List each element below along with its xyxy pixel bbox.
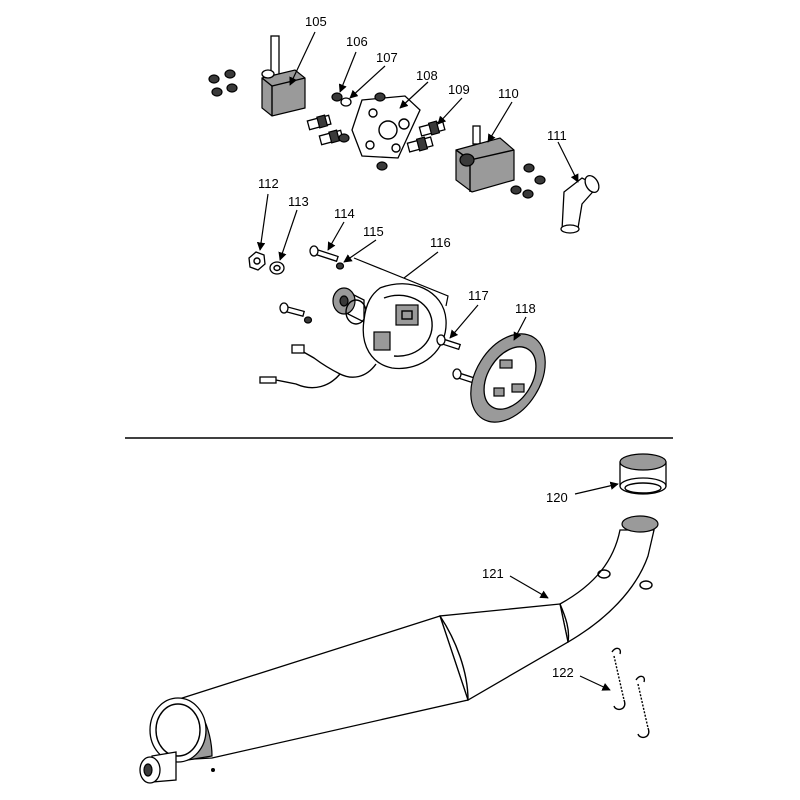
- label-116: 116: [430, 235, 451, 250]
- leader-lines: [256, 31, 619, 691]
- label-106: 106: [346, 34, 368, 49]
- magnet-drum: [332, 287, 367, 325]
- nut-112: [248, 251, 266, 271]
- nut-cluster-right: [510, 163, 546, 199]
- elbow-fitting-111: [560, 174, 600, 234]
- label-115: 115: [363, 224, 384, 239]
- label-113: 113: [288, 194, 309, 209]
- label-111: 111: [547, 128, 567, 143]
- label-122: 122: [552, 665, 574, 680]
- label-121: 121: [482, 566, 504, 581]
- springs-122: [611, 647, 650, 739]
- studs-left: [306, 114, 344, 146]
- stator-wiring: [259, 344, 377, 389]
- label-107: 107: [376, 50, 398, 65]
- screw-114: [309, 245, 339, 263]
- nut-cluster-left: [208, 69, 238, 97]
- label-110: 110: [498, 86, 519, 101]
- screw-117: [436, 334, 478, 385]
- label-120: 120: [546, 490, 568, 505]
- exhaust-pipe-121: [139, 515, 659, 784]
- nut-cluster-middle: [374, 92, 388, 171]
- label-105: 105: [305, 14, 327, 29]
- label-114: 114: [334, 206, 355, 221]
- stator-plate-116: [362, 283, 447, 370]
- washer-115: [335, 262, 345, 270]
- pump-body-left: [261, 35, 306, 117]
- pump-body-110: [455, 125, 515, 193]
- label-118: 118: [515, 301, 536, 316]
- bracket-116: [353, 257, 449, 307]
- screw-left-lower: [279, 302, 313, 324]
- washer-113: [269, 261, 285, 275]
- label-108: 108: [416, 68, 438, 83]
- gasket-108: [351, 95, 421, 159]
- cap-120: [619, 453, 667, 495]
- washer-107: [340, 97, 352, 107]
- label-112: 112: [258, 176, 279, 191]
- nut-lower-left: [338, 133, 350, 143]
- label-109: 109: [448, 82, 470, 97]
- label-117: 117: [468, 288, 489, 303]
- nut-106: [331, 92, 343, 102]
- cover-plate-118: [470, 333, 546, 423]
- studs-109: [406, 120, 446, 153]
